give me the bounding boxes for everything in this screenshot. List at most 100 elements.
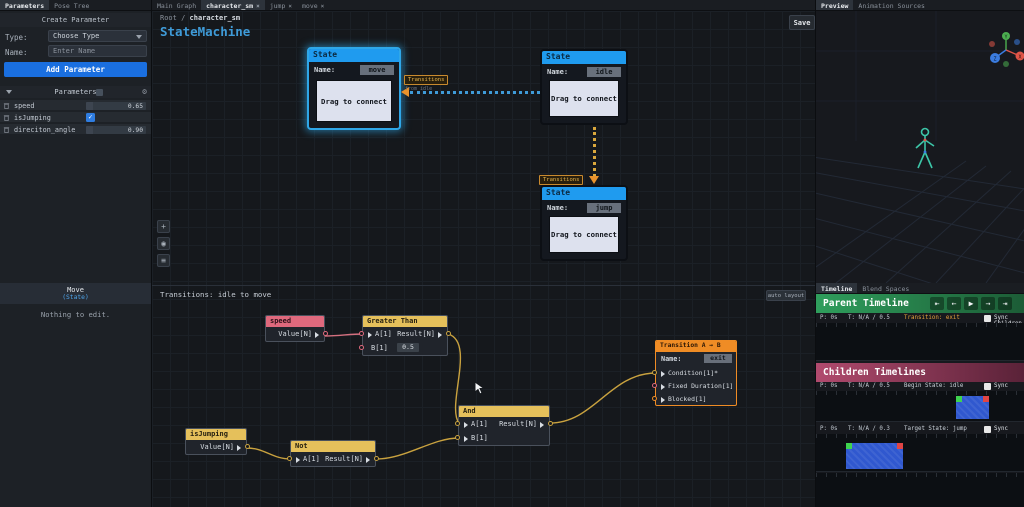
output-port[interactable] bbox=[323, 331, 328, 336]
drag-to-connect-area[interactable]: Drag to connect bbox=[316, 80, 392, 122]
state-node-header[interactable]: State bbox=[542, 51, 626, 64]
add-parameter-button[interactable]: Add Parameter bbox=[4, 62, 147, 77]
add-node-button[interactable]: + bbox=[157, 220, 170, 233]
state-node-jump[interactable]: State Name: jump Drag to connect bbox=[540, 185, 628, 261]
node-speed[interactable]: speed Value[N] bbox=[265, 315, 328, 342]
input-port-a[interactable] bbox=[287, 456, 292, 461]
close-icon[interactable]: × bbox=[288, 2, 293, 10]
tab-character-sm[interactable]: character_sm × bbox=[201, 0, 265, 10]
b-value-input[interactable]: 0.5 bbox=[397, 343, 419, 352]
state-node-idle[interactable]: State Name: idle Drag to connect bbox=[540, 49, 628, 125]
node-header[interactable]: Not bbox=[291, 441, 375, 452]
focus-button[interactable]: ◉ bbox=[157, 237, 170, 250]
node-and[interactable]: And A[1] Result[N] B[1] bbox=[455, 405, 553, 446]
clip-start-handle[interactable] bbox=[846, 443, 852, 449]
breadcrumb-root[interactable]: Root bbox=[160, 14, 177, 22]
input-port-condition[interactable] bbox=[652, 370, 657, 375]
child2-track[interactable] bbox=[816, 434, 1024, 472]
tab-move[interactable]: move × bbox=[297, 0, 329, 10]
transition-badge[interactable]: Transitions bbox=[404, 75, 449, 85]
node-header[interactable]: isJumping bbox=[186, 429, 246, 440]
name-input[interactable]: Enter Name bbox=[48, 45, 147, 57]
3d-viewport[interactable]: Y X Z bbox=[816, 11, 1024, 283]
output-port[interactable] bbox=[245, 444, 250, 449]
drag-to-connect-area[interactable]: Drag to connect bbox=[549, 216, 619, 253]
node-header[interactable]: And bbox=[459, 406, 549, 417]
input-port-fixed-duration[interactable] bbox=[652, 383, 657, 388]
close-icon[interactable]: × bbox=[256, 2, 260, 10]
state-node-header[interactable]: State bbox=[542, 187, 626, 200]
list-button[interactable]: ≡ bbox=[157, 254, 170, 267]
tab-blend-spaces[interactable]: Blend Spaces bbox=[862, 285, 910, 293]
parameters-section-header[interactable]: Parameters ⚙ bbox=[0, 86, 151, 98]
state-name-label: Name: bbox=[314, 66, 336, 74]
save-button[interactable]: Save bbox=[789, 15, 815, 30]
input-port-a[interactable] bbox=[455, 421, 460, 426]
drag-to-connect-area[interactable]: Drag to connect bbox=[549, 80, 619, 117]
transition-badge[interactable]: Transitions bbox=[539, 175, 584, 185]
clip-end-handle[interactable] bbox=[897, 443, 903, 449]
animation-clip[interactable] bbox=[846, 443, 903, 469]
node-transition-a-b[interactable]: Transition A → B Name: exit Condition[1]… bbox=[652, 340, 737, 406]
auto-layout-button[interactable]: auto layout bbox=[766, 290, 806, 301]
param-checkbox-isjumping[interactable]: ✓ bbox=[86, 113, 95, 122]
node-greater-than[interactable]: Greater Than A[1] Result[N] B[1] 0.5 bbox=[359, 315, 451, 356]
tab-main-graph[interactable]: Main Graph bbox=[157, 2, 197, 10]
trash-icon[interactable] bbox=[3, 102, 10, 109]
gear-icon[interactable]: ⚙ bbox=[142, 87, 147, 96]
tab-jump[interactable]: jump × bbox=[265, 0, 297, 10]
node-not[interactable]: Not A[1] Result[N] bbox=[287, 440, 379, 467]
param-name: speed bbox=[14, 102, 35, 110]
transition-name-input[interactable]: exit bbox=[704, 354, 732, 363]
step-back-button[interactable]: ← bbox=[947, 296, 961, 310]
tab-pose-tree[interactable]: Pose Tree bbox=[54, 2, 90, 10]
input-port-b[interactable] bbox=[455, 435, 460, 440]
state-name-input[interactable]: idle bbox=[587, 67, 621, 77]
node-isjumping[interactable]: isJumping Value[N] bbox=[185, 428, 250, 455]
input-port-b[interactable] bbox=[359, 345, 364, 350]
port-label: Fixed Duration[1] bbox=[668, 382, 734, 390]
input-port-blocked[interactable] bbox=[652, 396, 657, 401]
trash-icon[interactable] bbox=[3, 126, 10, 133]
skip-start-button[interactable]: ⇤ bbox=[930, 296, 944, 310]
clip-end-handle[interactable] bbox=[983, 396, 989, 402]
skip-end-button[interactable]: ⇥ bbox=[998, 296, 1012, 310]
state-node-header[interactable]: State bbox=[309, 49, 399, 62]
tab-animation-sources[interactable]: Animation Sources bbox=[858, 2, 925, 10]
state-name-input[interactable]: move bbox=[360, 65, 394, 75]
tab-preview[interactable]: Preview bbox=[816, 0, 854, 10]
trash-icon[interactable] bbox=[3, 114, 10, 121]
step-forward-button[interactable]: → bbox=[981, 296, 995, 310]
transition-link-idle-to-jump[interactable] bbox=[593, 127, 596, 177]
param-slider-direction-angle[interactable]: 0.90 bbox=[86, 125, 146, 134]
graph-panel: Main Graph character_sm × jump × move × … bbox=[152, 0, 815, 507]
collapse-chevron-icon[interactable] bbox=[6, 90, 12, 94]
output-port[interactable] bbox=[548, 421, 553, 426]
sync-checkbox[interactable] bbox=[984, 425, 991, 433]
input-port-a[interactable] bbox=[359, 331, 364, 336]
transition-link-idle-to-move[interactable] bbox=[410, 91, 540, 94]
animation-clip[interactable] bbox=[956, 396, 989, 419]
parent-timeline-track[interactable] bbox=[816, 323, 1024, 361]
state-node-move[interactable]: State Name: move Drag to connect bbox=[307, 47, 401, 130]
node-header[interactable]: Transition A → B bbox=[656, 341, 736, 352]
state-name-input[interactable]: jump bbox=[587, 203, 621, 213]
node-header[interactable]: Greater Than bbox=[363, 316, 447, 327]
transition-status: Transition: exit bbox=[904, 315, 960, 321]
sync-children-checkbox[interactable] bbox=[984, 314, 991, 322]
output-port[interactable] bbox=[446, 331, 451, 336]
orientation-gizmo[interactable]: Y X Z bbox=[984, 26, 1024, 72]
clip-start-handle[interactable] bbox=[956, 396, 962, 402]
sync-checkbox[interactable] bbox=[984, 382, 991, 390]
tab-timeline[interactable]: Timeline bbox=[816, 283, 858, 293]
play-button[interactable]: ▶ bbox=[964, 296, 978, 310]
output-port[interactable] bbox=[374, 456, 379, 461]
close-icon[interactable]: × bbox=[320, 2, 325, 10]
svg-text:X: X bbox=[1018, 55, 1021, 61]
empty-track-area bbox=[816, 473, 1024, 507]
param-slider-speed[interactable]: 0.65 bbox=[86, 101, 146, 110]
node-header[interactable]: speed bbox=[266, 316, 324, 327]
type-select[interactable]: Choose Type bbox=[48, 30, 147, 42]
child1-track[interactable] bbox=[816, 391, 1024, 422]
tab-parameters[interactable]: Parameters bbox=[0, 0, 50, 10]
